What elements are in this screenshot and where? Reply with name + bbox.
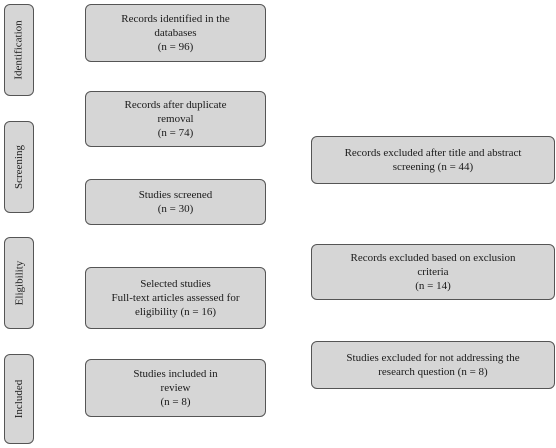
excluded-title-abstract-line-1: Records excluded after title and abstrac… xyxy=(344,147,522,159)
stage-screening-label: Screening xyxy=(13,145,26,189)
stage-eligibility: Eligibility xyxy=(4,237,34,329)
studies-included-line-1: Studies included in xyxy=(133,368,218,380)
excluded-criteria-box: Records excluded based on exclusion crit… xyxy=(311,244,555,300)
records-after-duplicates-count: (n = 74) xyxy=(157,127,194,139)
studies-included-box: Studies included in review (n = 8) xyxy=(85,359,266,417)
records-after-duplicates-line-2: removal xyxy=(157,113,194,125)
selected-studies-line-1: Selected studies xyxy=(140,278,211,290)
records-after-duplicates-box: Records after duplicate removal (n = 74) xyxy=(85,91,266,147)
excluded-title-abstract-box: Records excluded after title and abstrac… xyxy=(311,136,555,184)
records-identified-line-2: databases xyxy=(154,27,197,39)
selected-studies-line-2: Full-text articles assessed for xyxy=(111,292,240,304)
excluded-criteria-line-2: criteria xyxy=(417,266,449,278)
excluded-research-question-box: Studies excluded for not addressing the … xyxy=(311,341,555,389)
selected-studies-box: Selected studies Full-text articles asse… xyxy=(85,267,266,329)
studies-screened-line-1: Studies screened xyxy=(138,189,213,201)
excluded-title-abstract-line-2: screening (n = 44) xyxy=(392,161,474,173)
records-identified-count: (n = 96) xyxy=(157,41,194,53)
studies-screened-count: (n = 30) xyxy=(157,203,194,215)
records-identified-box: Records identified in the databases (n =… xyxy=(85,4,266,62)
excluded-research-question-line-2: research question (n = 8) xyxy=(378,366,488,378)
excluded-criteria-count: (n = 14) xyxy=(415,280,451,292)
stage-included-label: Included xyxy=(13,379,26,419)
stage-screening: Screening xyxy=(4,121,34,213)
stage-eligibility-label: Eligibility xyxy=(13,260,25,306)
records-after-duplicates-line-1: Records after duplicate xyxy=(124,99,227,111)
stage-identification-label: Identification xyxy=(13,20,26,80)
selected-studies-line-3: eligibility (n = 16) xyxy=(134,306,217,318)
studies-included-count: (n = 8) xyxy=(160,396,191,408)
studies-included-line-2: review xyxy=(160,382,191,394)
excluded-research-question-line-1: Studies excluded for not addressing the xyxy=(346,352,520,364)
stage-identification: Identification xyxy=(4,4,34,96)
stage-included: Included xyxy=(4,354,34,444)
excluded-criteria-line-1: Records excluded based on exclusion xyxy=(350,252,516,264)
studies-screened-box: Studies screened (n = 30) xyxy=(85,179,266,225)
records-identified-line-1: Records identified in the xyxy=(121,13,230,25)
